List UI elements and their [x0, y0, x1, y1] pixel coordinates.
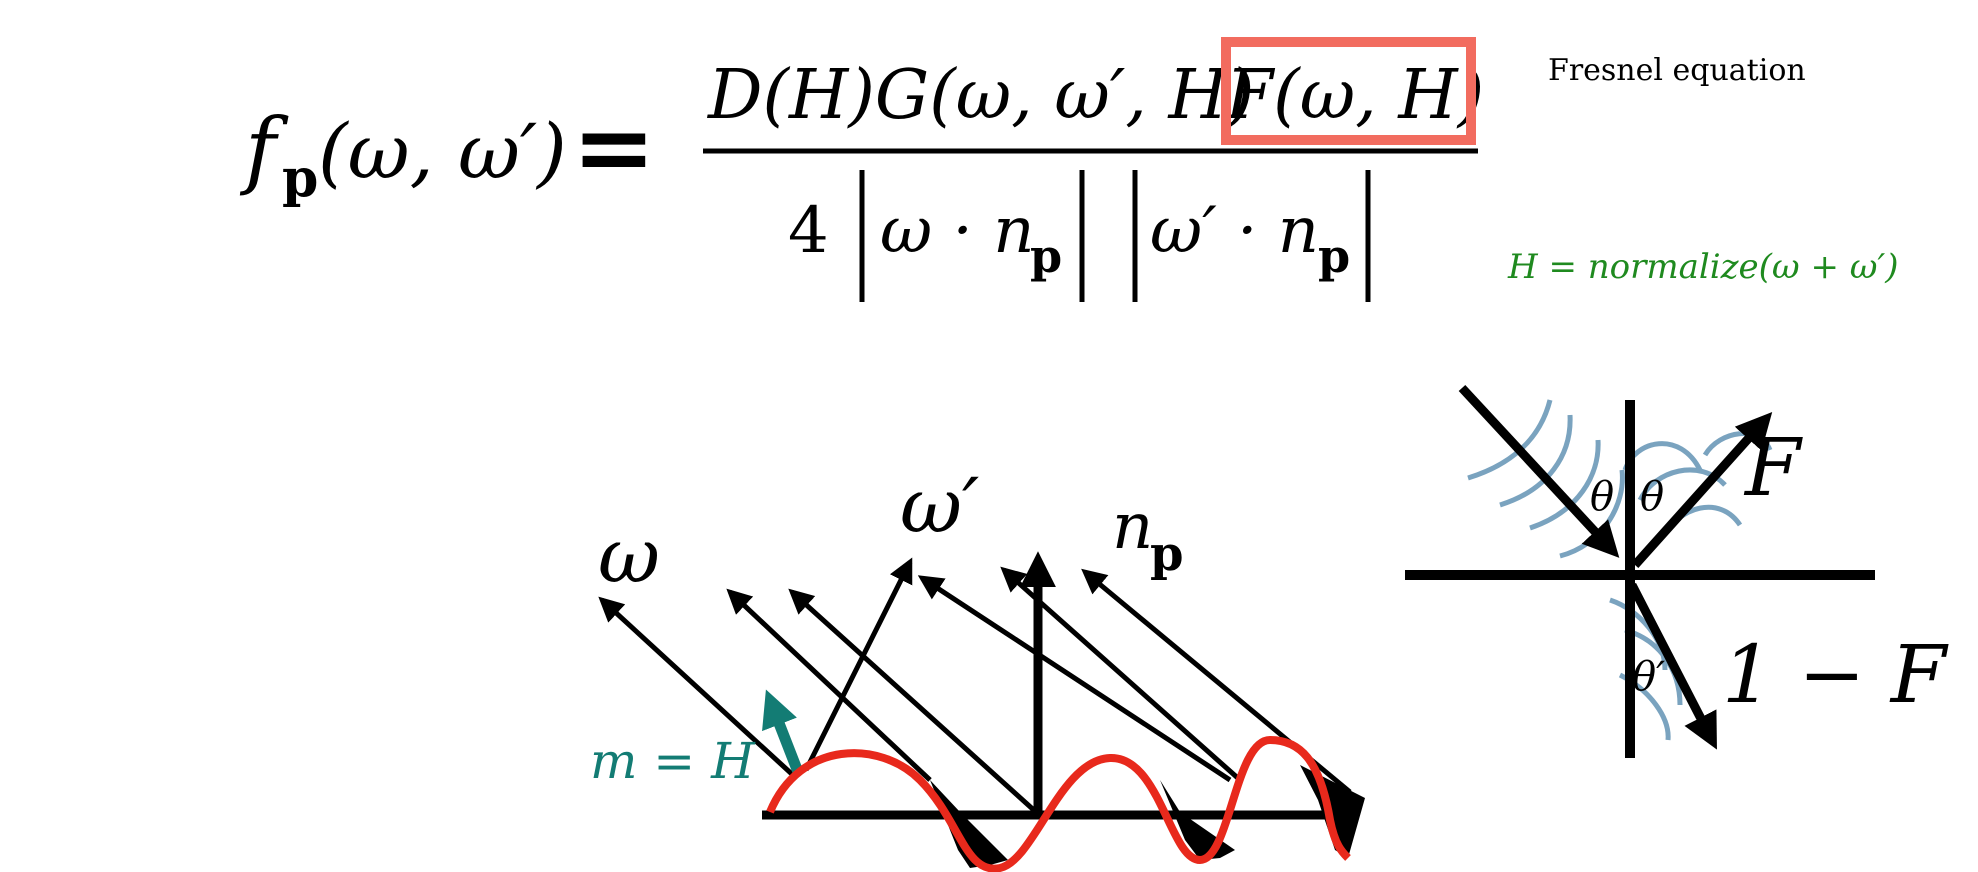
label-theta-prime: θ′ [1632, 654, 1665, 700]
halfvector-definition: H = normalize(ω + ω′) [1507, 247, 1898, 287]
label-theta-reflected: θ [1640, 474, 1664, 520]
fresnel-equation-label: Fresnel equation [1548, 53, 1806, 88]
formula-numerator-dg: D(H)G(ω, ω′, H) [706, 56, 1254, 135]
formula-numerator-f: F(ω, H) [1224, 56, 1484, 135]
formula-equals: = [572, 88, 656, 206]
formula-denominator-left: ω · n [880, 194, 1034, 268]
label-F: F [1743, 421, 1803, 514]
label-normal-subscript: p [1150, 526, 1184, 582]
label-one-minus-F: 1 − F [1722, 628, 1949, 721]
formula-lhs-args: (ω, ω′) [318, 107, 567, 196]
microfacet-diagram: ω ω′ n p m = H [590, 461, 1365, 872]
incident-ray [1000, 566, 1242, 782]
incident-ray-omega [598, 596, 796, 778]
label-theta-incident: θ [1590, 474, 1614, 520]
incident-ray [726, 588, 932, 782]
brdf-formula: f p (ω, ω′) = D(H)G(ω, ω′, H) F(ω, H) 4 … [239, 37, 1484, 302]
label-m-equals-h: m = H [590, 732, 756, 790]
formula-denominator-four: 4 [788, 194, 829, 268]
incident-ray-arrow [1458, 384, 1620, 558]
formula-denominator-right-sub: p [1318, 229, 1350, 283]
reflected-ray-omega-prime [803, 557, 913, 772]
fresnel-highlight-box [1221, 37, 1476, 145]
incident-ray [788, 588, 1038, 814]
formula-denominator-right: ω′ · n [1150, 194, 1319, 268]
formula-denominator-left-sub: p [1030, 229, 1062, 283]
microfacet-normal-arrow [762, 689, 804, 774]
incident-ray [917, 575, 1232, 783]
formula-lhs-subscript: p [282, 148, 318, 209]
label-omega: ω [598, 511, 660, 600]
reflected-ray-arrow [1631, 411, 1773, 569]
label-omega-prime: ω′ [900, 461, 979, 550]
shadow-region [930, 780, 1008, 868]
label-normal-n: n [1112, 490, 1153, 564]
fresnel-diagram: θ θ θ′ F 1 − F [1405, 384, 1949, 758]
microsurface-curve [766, 735, 1351, 872]
transmitted-ray-arrow [1628, 582, 1717, 750]
